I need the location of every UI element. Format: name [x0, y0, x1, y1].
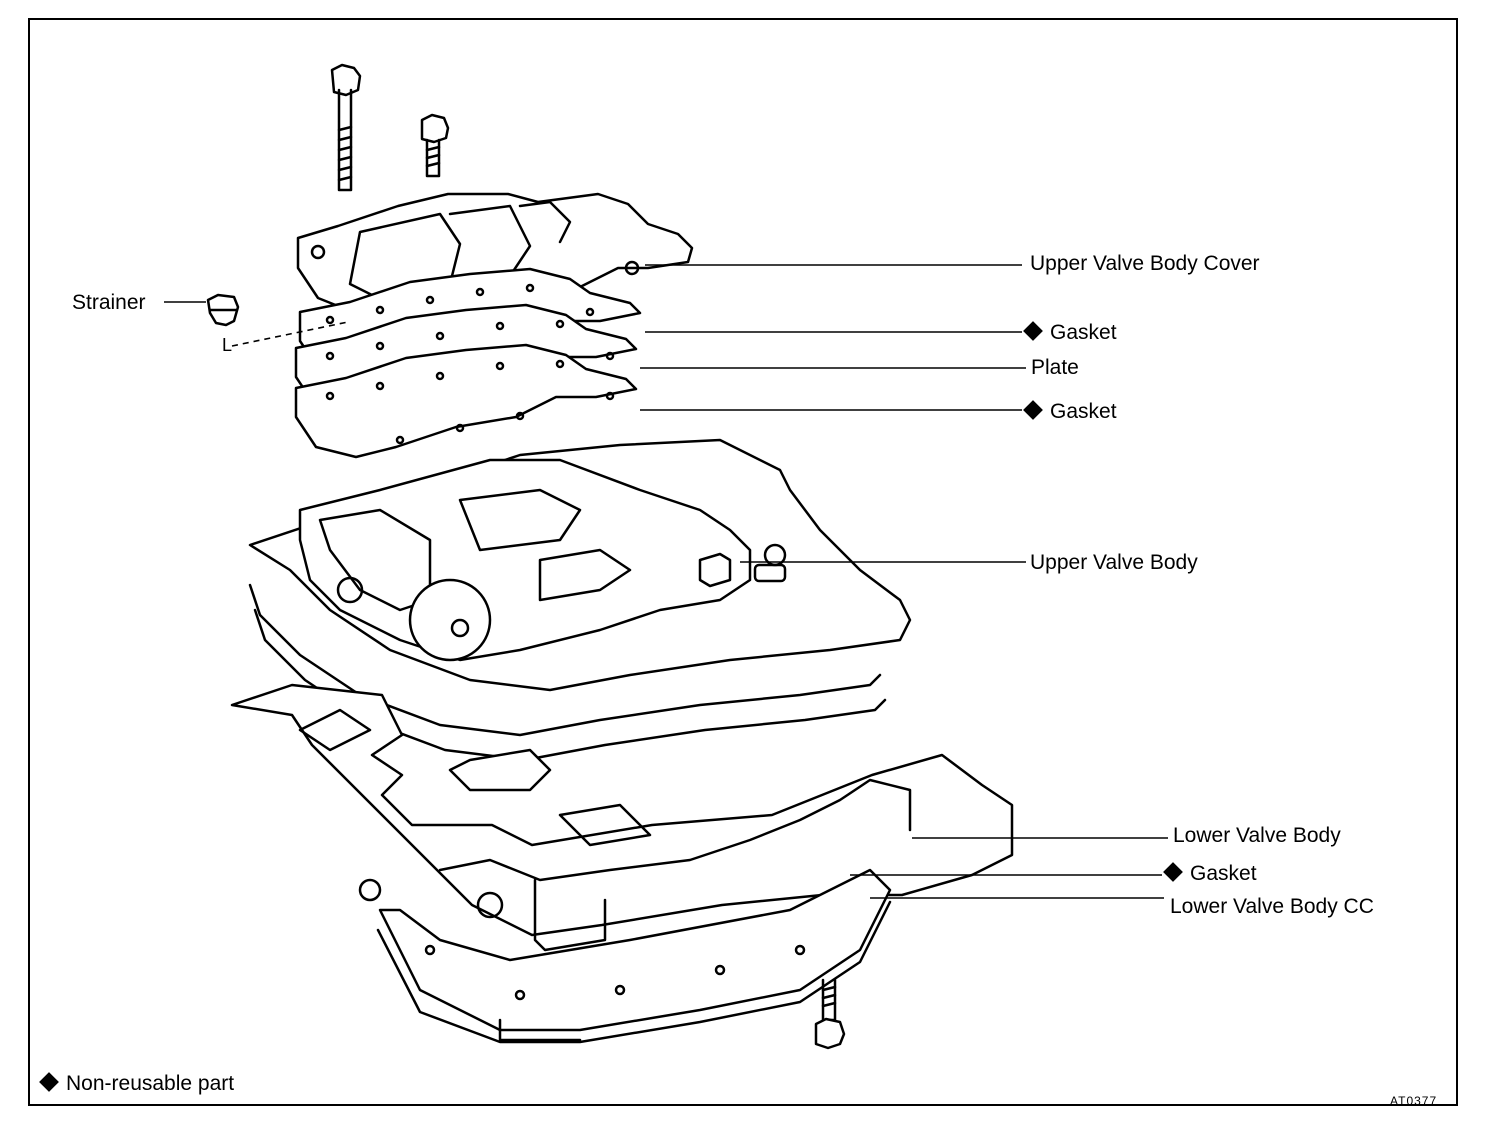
legend-non-reusable: Non-reusable part: [39, 1071, 235, 1095]
legend-text: Non-reusable part: [66, 1072, 235, 1095]
long-bolt: [330, 63, 362, 192]
label-strainer: Strainer: [72, 291, 146, 314]
short-bolt: [420, 113, 450, 178]
lower-valve-body-part: [230, 683, 1014, 952]
figure-code: AT0377: [1390, 1094, 1438, 1108]
label-gasket-2-row: Gasket: [1023, 399, 1117, 423]
leader-strainer-dashed: [231, 321, 349, 347]
diagram-frame: [28, 18, 1458, 1106]
label-gasket-2: Gasket: [1050, 400, 1117, 423]
gasket-upper-2: [294, 343, 638, 459]
upper-valve-body-part: [298, 458, 787, 662]
label-lower-valve-body: Lower Valve Body: [1173, 824, 1341, 847]
label-plate: Plate: [1031, 356, 1079, 379]
label-upper-valve-body: Upper Valve Body: [1030, 551, 1198, 574]
label-gasket-1-row: Gasket: [1023, 320, 1117, 344]
bottom-bolt: [814, 978, 846, 1050]
label-strainer-marker: L: [222, 335, 234, 355]
lower-valve-body-cover-part: [376, 868, 892, 1044]
diamond-icon: [1163, 861, 1183, 882]
label-upper-valve-body-cover: Upper Valve Body Cover: [1030, 252, 1260, 275]
strainer-part: [206, 293, 240, 327]
diamond-icon: [1023, 399, 1043, 420]
label-gasket-1: Gasket: [1050, 321, 1117, 344]
label-gasket-3-row: Gasket: [1163, 861, 1257, 885]
label-lower-valve-body-cc: Lower Valve Body CC: [1170, 895, 1374, 918]
diamond-icon: [39, 1071, 59, 1092]
diamond-icon: [1023, 320, 1043, 341]
label-gasket-3: Gasket: [1190, 862, 1257, 885]
